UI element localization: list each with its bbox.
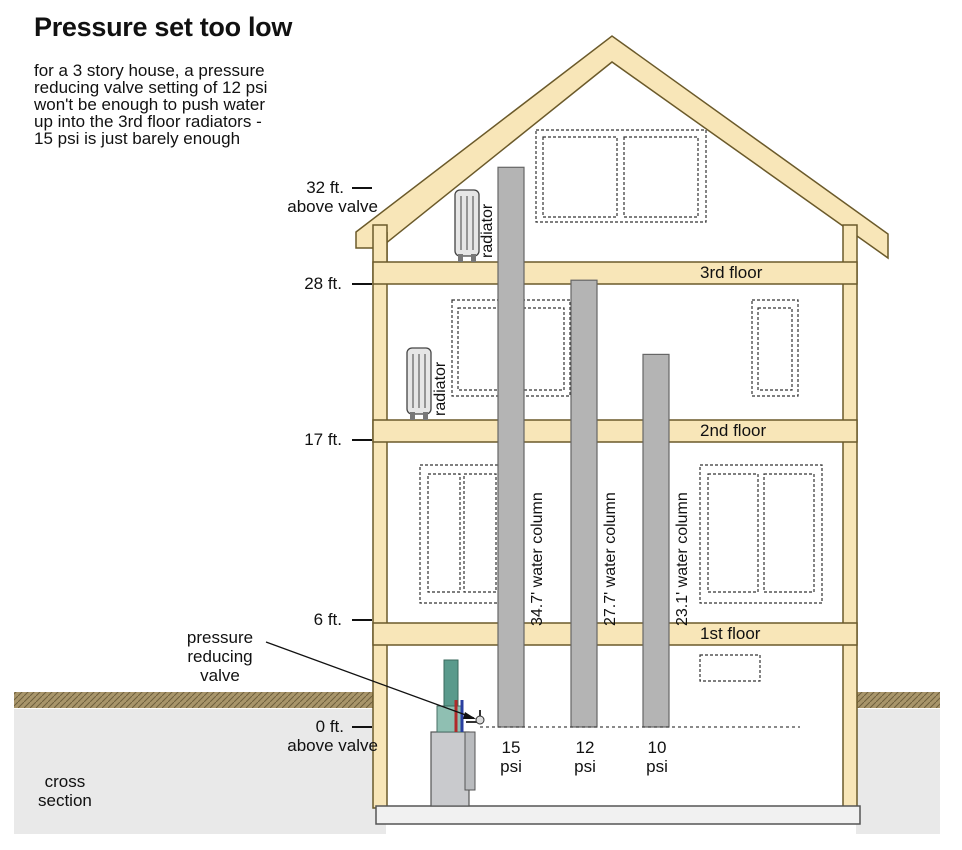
floor-label-1st: 1st floor: [700, 624, 761, 643]
psi-unit: psi: [500, 757, 522, 776]
column-label-10psi: 23.1' water column: [674, 492, 691, 626]
valve-pointer-line: [265, 641, 475, 719]
description: for a 3 story house, a pressure reducing…: [34, 62, 354, 147]
psi-value: 12: [575, 738, 595, 757]
water-column-15psi: [497, 166, 525, 728]
radiator-label-2nd: radiator: [432, 361, 449, 416]
radiator-label-3rd: radiator: [479, 203, 496, 258]
roof: [355, 35, 889, 262]
description-line: won't be enough to push water: [34, 95, 266, 114]
column-label-15psi: 34.7' water column: [529, 492, 546, 626]
psi-label-10: 10 psi: [637, 738, 677, 776]
floor-label-2nd: 2nd floor: [700, 421, 767, 440]
pressure-reducing-valve-icon: [466, 710, 485, 725]
house-walls: [372, 224, 861, 825]
height-label-17ft: 17 ft.: [304, 430, 342, 449]
psi-unit: psi: [574, 757, 596, 776]
cross-section-line: section: [38, 791, 92, 810]
water-columns: [497, 166, 670, 728]
cross-section-label: cross section: [38, 772, 92, 810]
height-label-6ft: 6 ft.: [313, 610, 342, 629]
height-32-subline: above valve: [287, 197, 378, 216]
pressure-reducing-valve-label: pressure reducing valve: [170, 628, 270, 685]
ground: [14, 692, 940, 834]
column-label-12psi: 27.7' water column: [602, 492, 619, 626]
psi-unit: psi: [646, 757, 668, 776]
description-line: 15 psi is just barely enough: [34, 129, 241, 148]
height-label-28ft: 28 ft.: [304, 274, 342, 293]
valve-pointer-arrowhead: [463, 712, 476, 719]
height-0-line: 0 ft.: [315, 717, 344, 736]
psi-label-15: 15 psi: [491, 738, 531, 776]
radiator-3rd-floor-icon: [454, 189, 480, 262]
valve-label-line: pressure: [186, 628, 254, 647]
cross-section-line: cross: [44, 772, 86, 791]
height-label-0ft: 0 ft. above valve: [287, 717, 378, 755]
water-column-10psi: [642, 353, 670, 728]
valve-label-line: reducing: [187, 647, 253, 666]
description-line: for a 3 story house, a pressure: [34, 61, 265, 80]
psi-label-12: 12 psi: [565, 738, 605, 776]
height-0-subline: above valve: [287, 736, 378, 755]
floor-label-3rd: 3rd floor: [700, 263, 763, 282]
height-ticks: [352, 187, 372, 728]
valve-label-line: valve: [200, 666, 240, 685]
psi-value: 10: [647, 738, 667, 757]
psi-value: 15: [501, 738, 521, 757]
description-line: up into the 3rd floor radiators -: [34, 112, 262, 131]
height-32-line: 32 ft.: [306, 178, 344, 197]
boiler-icon: [430, 659, 476, 807]
height-label-32ft: 32 ft. above valve: [287, 178, 378, 216]
water-column-12psi: [570, 279, 598, 728]
radiator-2nd-floor-icon: [406, 347, 432, 420]
description-line: reducing valve setting of 12 psi: [34, 78, 268, 97]
page-title: Pressure set too low: [34, 12, 293, 42]
